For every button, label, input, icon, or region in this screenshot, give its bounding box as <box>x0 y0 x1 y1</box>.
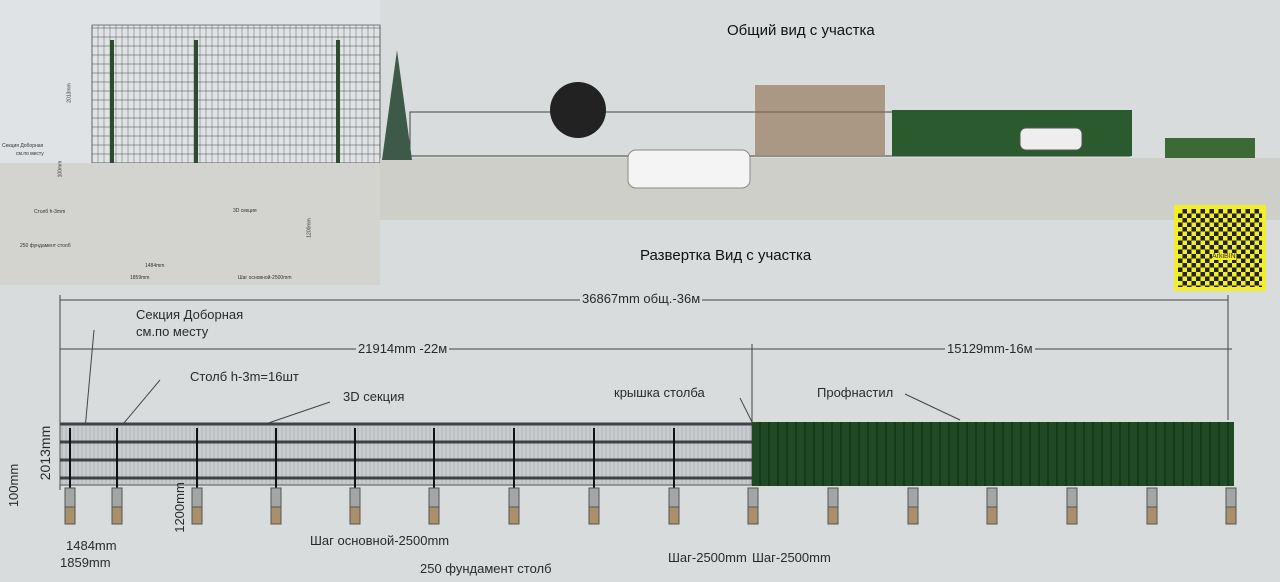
3d-section-label: 3D секция <box>343 389 405 404</box>
fence-post <box>513 428 515 488</box>
left-length: 21914mm -22м <box>356 341 450 356</box>
post-foundation <box>191 506 203 525</box>
post-foundation <box>1146 506 1158 525</box>
step-dim: Шаг основной-2500mm <box>310 533 450 548</box>
post-foundation <box>747 506 759 525</box>
d1-dim: 1484mm <box>66 538 117 553</box>
post-casing <box>588 487 600 508</box>
fence-post <box>354 428 356 488</box>
inset-label: 2013mm <box>66 83 73 103</box>
post-casing <box>349 487 361 508</box>
post-casing <box>508 487 520 508</box>
fence-post <box>673 428 675 488</box>
total-length: 36867mm общ.-36м <box>580 291 703 306</box>
extra-section-label: см.по месту <box>136 324 209 339</box>
post-foundation <box>111 506 123 525</box>
inset-post <box>110 40 114 170</box>
post-casing <box>1066 487 1078 508</box>
fence-post <box>593 428 595 488</box>
d2-dim: 1859mm <box>60 555 111 570</box>
scene-fir <box>382 50 412 160</box>
scene-profnastil <box>892 110 1132 156</box>
step-left-dim: Шаг-2500mm <box>668 550 747 565</box>
scene-houses <box>755 85 885 155</box>
post-foundation <box>588 506 600 525</box>
scene-tree <box>550 82 606 138</box>
scene-pool <box>627 149 751 189</box>
post-foundation <box>508 506 520 525</box>
inset-label: 1484mm <box>145 263 165 269</box>
inset-label: 1859mm <box>130 275 150 281</box>
inset-label: 1200mm <box>306 218 313 238</box>
inset-label: Столб h-3mm <box>34 209 66 215</box>
post-casing <box>111 487 123 508</box>
post-cap-label: крышка столба <box>614 385 705 400</box>
post-casing <box>668 487 680 508</box>
right-length: 15129mm-16м <box>945 341 1035 356</box>
post-casing <box>270 487 282 508</box>
scene-car <box>1019 127 1083 151</box>
scene-hedge <box>1165 138 1255 158</box>
section-title: Развертка Вид с участка <box>640 247 812 264</box>
depth-dim: 1200mm <box>171 482 187 533</box>
fence-post <box>69 428 71 488</box>
mesh-rails <box>60 422 752 480</box>
post-casing <box>747 487 759 508</box>
post-casing <box>907 487 919 508</box>
qr-code: ArkiBIN <box>1174 205 1266 291</box>
post-foundation <box>1225 506 1237 525</box>
post-foundation <box>907 506 919 525</box>
profnastil-label: Профнастил <box>817 385 894 400</box>
inset-label: Шаг основной-2500mm <box>238 275 292 281</box>
post-foundation <box>428 506 440 525</box>
inset-post <box>336 40 340 170</box>
post-foundation <box>64 506 76 525</box>
post-foundation <box>668 506 680 525</box>
fence-post <box>275 428 277 488</box>
post-casing <box>827 487 839 508</box>
post-casing <box>1225 487 1237 508</box>
inset-label: 3D секция <box>233 208 257 214</box>
post-foundation <box>349 506 361 525</box>
inset-post <box>194 40 198 170</box>
post-foundation <box>827 506 839 525</box>
height-dim: 2013mm <box>37 425 54 481</box>
post-casing <box>986 487 998 508</box>
fence-post <box>196 428 198 488</box>
foundation-label: 250 фундамент столб <box>420 561 552 576</box>
post-casing <box>191 487 203 508</box>
inset-ground <box>0 163 380 285</box>
scene-title: Общий вид с участка <box>727 22 875 39</box>
post-casing <box>64 487 76 508</box>
inset-label: 100mm <box>57 160 64 178</box>
step-right-dim: Шаг-2500mm <box>752 550 831 565</box>
post-label: Столб h-3m=16шт <box>190 369 299 384</box>
scene-ground <box>380 158 1280 220</box>
fence-post <box>116 428 118 488</box>
inset-label: 250 фундамент столб <box>20 243 71 249</box>
extra-section-label: Секция Доборная <box>136 307 244 322</box>
post-foundation <box>270 506 282 525</box>
post-foundation <box>986 506 998 525</box>
inset-label: см.по месту <box>16 151 44 157</box>
bottom-dim: 100mm <box>6 463 22 508</box>
post-casing <box>1146 487 1158 508</box>
post-foundation <box>1066 506 1078 525</box>
post-casing <box>428 487 440 508</box>
fence-post <box>433 428 435 488</box>
inset-label: Секция Доборная <box>2 143 44 149</box>
